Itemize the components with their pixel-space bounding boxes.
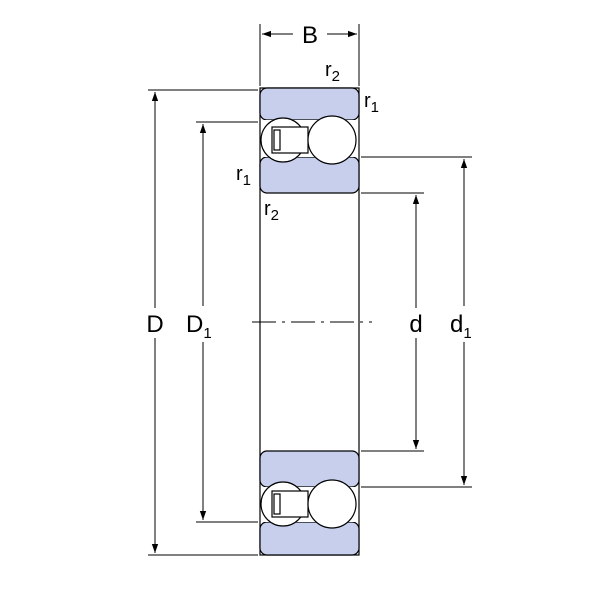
label-d1: d1: [450, 311, 472, 342]
label-r2-top: r2: [325, 59, 340, 85]
label-D1: D1: [186, 311, 212, 342]
cage-slot-bottom: [273, 493, 281, 515]
dimension-d: d: [361, 192, 429, 452]
label-r1-top: r1: [364, 90, 379, 116]
outer-ring-top: [259, 87, 360, 121]
dimension-d1: d1: [361, 156, 482, 488]
ball-right-bottom: [307, 479, 357, 529]
label-D: D: [146, 311, 163, 338]
label-d: d: [409, 311, 422, 338]
label-r2-bottom: r2: [264, 198, 279, 224]
label-B: B: [302, 22, 318, 49]
cage-slot-top: [273, 129, 281, 151]
top-bearing-section: [259, 87, 360, 194]
dimension-B: B: [259, 22, 360, 86]
bottom-bearing-section: [259, 450, 360, 556]
ball-right-top: [307, 115, 357, 165]
outer-ring-bottom: [259, 521, 360, 556]
dimension-D: D: [140, 89, 258, 556]
inner-ring-bottom: [259, 450, 360, 488]
label-r1-left: r1: [236, 163, 251, 189]
dimension-D1: D1: [184, 121, 258, 523]
inner-ring-top: [259, 156, 360, 194]
